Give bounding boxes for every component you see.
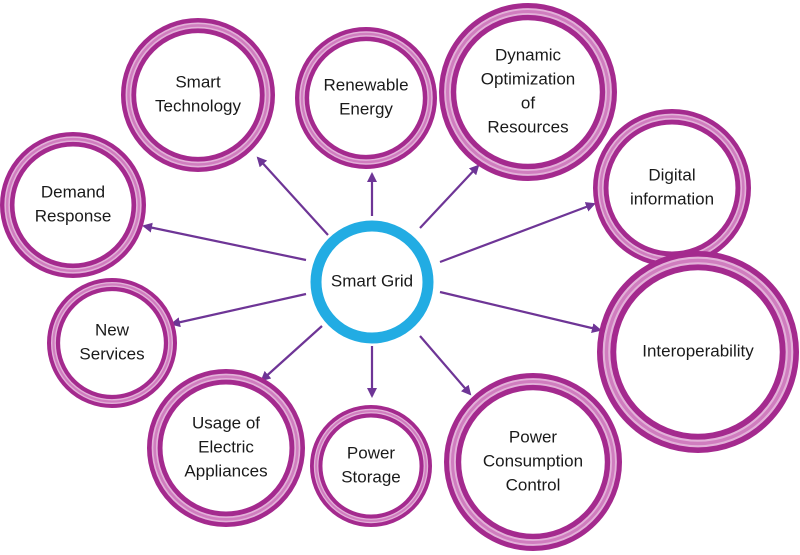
- arrow-to-usage-of-electric-appliances: [260, 325, 323, 382]
- arrow-to-new-services: [170, 292, 307, 328]
- node-power-consumption-control-label-line-3: Control: [506, 475, 561, 494]
- arrow-to-dynamic-optimization-of-resources: [419, 164, 480, 229]
- node-power-storage-label-line-1: Power: [347, 443, 396, 462]
- node-interoperability-ring: [597, 251, 799, 453]
- node-new-services-label-line-2: Services: [79, 344, 144, 363]
- node-dynamic-optimization-of-resources-label-line-1: Dynamic: [495, 45, 562, 64]
- hub-label-line-1: Smart Grid: [331, 271, 413, 290]
- arrow-to-power-consumption-control: [419, 335, 472, 396]
- node-renewable-energy-ring: [295, 27, 437, 169]
- node-power-consumption-control-ring: [444, 373, 622, 551]
- node-dynamic-optimization-of-resources-ring: [439, 3, 617, 181]
- node-power-consumption-control-label-line-1: Power: [509, 427, 558, 446]
- arrow-to-interoperability: [439, 290, 602, 334]
- node-usage-of-electric-appliances-label-line-3: Appliances: [184, 461, 267, 480]
- node-smart-technology-label-line-2: Technology: [155, 96, 242, 115]
- node-usage-of-electric-appliances-label-line-1: Usage of: [192, 413, 260, 432]
- node-demand-response-label-line-1: Demand: [41, 182, 105, 201]
- arrow-to-digital-information: [439, 202, 596, 264]
- arrow-to-demand-response: [142, 222, 307, 262]
- node-power-consumption-control-label-line-2: Consumption: [483, 451, 583, 470]
- node-dynamic-optimization-of-resources-label-line-3: of: [521, 93, 535, 112]
- node-usage-of-electric-appliances-label-line-2: Electric: [198, 437, 254, 456]
- hub-ring: [310, 220, 434, 344]
- arrow-to-smart-technology: [256, 156, 329, 236]
- node-digital-information-ring: [593, 109, 751, 267]
- node-power-storage-ring: [310, 405, 432, 527]
- node-digital-information: Digital information: [593, 109, 751, 267]
- node-renewable-energy-label-line-1: Renewable: [323, 75, 408, 94]
- node-smart-technology-ring: [121, 18, 275, 172]
- node-interoperability: Interoperability: [597, 251, 799, 453]
- node-demand-response-ring: [0, 132, 146, 278]
- node-demand-response-label-line-2: Response: [35, 206, 112, 225]
- node-dynamic-optimization-of-resources-label-line-2: Optimization: [481, 69, 575, 88]
- node-renewable-energy-label-line-2: Energy: [339, 99, 393, 118]
- node-new-services-label-line-1: New: [95, 320, 130, 339]
- node-usage-of-electric-appliances-ring: [147, 369, 305, 527]
- hub-smart-grid: Smart Grid: [310, 220, 434, 344]
- node-dynamic-optimization-of-resources-label-line-4: Resources: [487, 117, 568, 136]
- node-power-storage-label-line-2: Storage: [341, 467, 401, 486]
- node-new-services-ring: [47, 278, 177, 408]
- node-digital-information-label-line-1: Digital: [648, 165, 695, 184]
- node-interoperability-label-line-1: Interoperability: [642, 341, 754, 360]
- node-digital-information-label-line-2: information: [630, 189, 714, 208]
- node-smart-technology-label-line-1: Smart: [175, 72, 221, 91]
